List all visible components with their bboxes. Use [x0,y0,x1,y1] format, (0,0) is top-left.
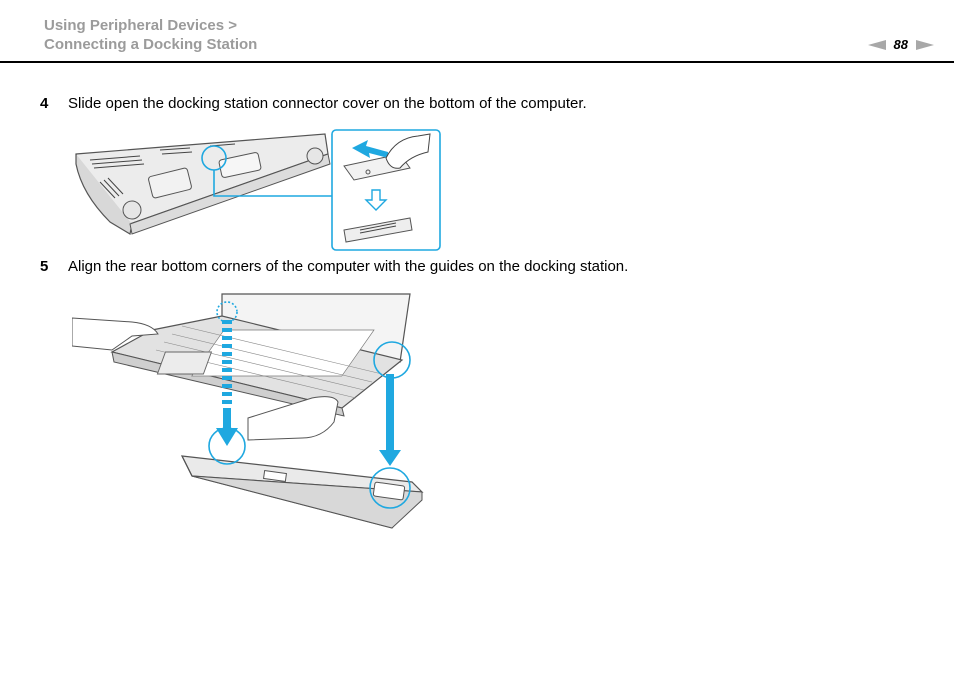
step-text: Slide open the docking station connector… [68,95,587,112]
page-number: 88 [893,37,908,52]
header-divider [0,61,954,63]
step-number: 4 [40,95,49,112]
docking-alignment-illustration [72,293,424,529]
step-4: 4 Slide open the docking station connect… [40,95,587,112]
arrow-right-icon[interactable] [916,39,934,50]
laptop-underside-illustration [75,129,441,251]
breadcrumb-line-1[interactable]: Using Peripheral Devices > [44,17,238,34]
breadcrumb-line-2[interactable]: Connecting a Docking Station [44,36,258,53]
step-5: 5 Align the rear bottom corners of the c… [40,258,628,275]
breadcrumb: Using Peripheral Devices > Connecting a … [44,16,257,54]
step-number: 5 [40,258,49,275]
arrow-left-icon[interactable] [867,39,886,50]
page-navigator: 88 [867,37,934,52]
step-text: Align the rear bottom corners of the com… [68,258,629,275]
